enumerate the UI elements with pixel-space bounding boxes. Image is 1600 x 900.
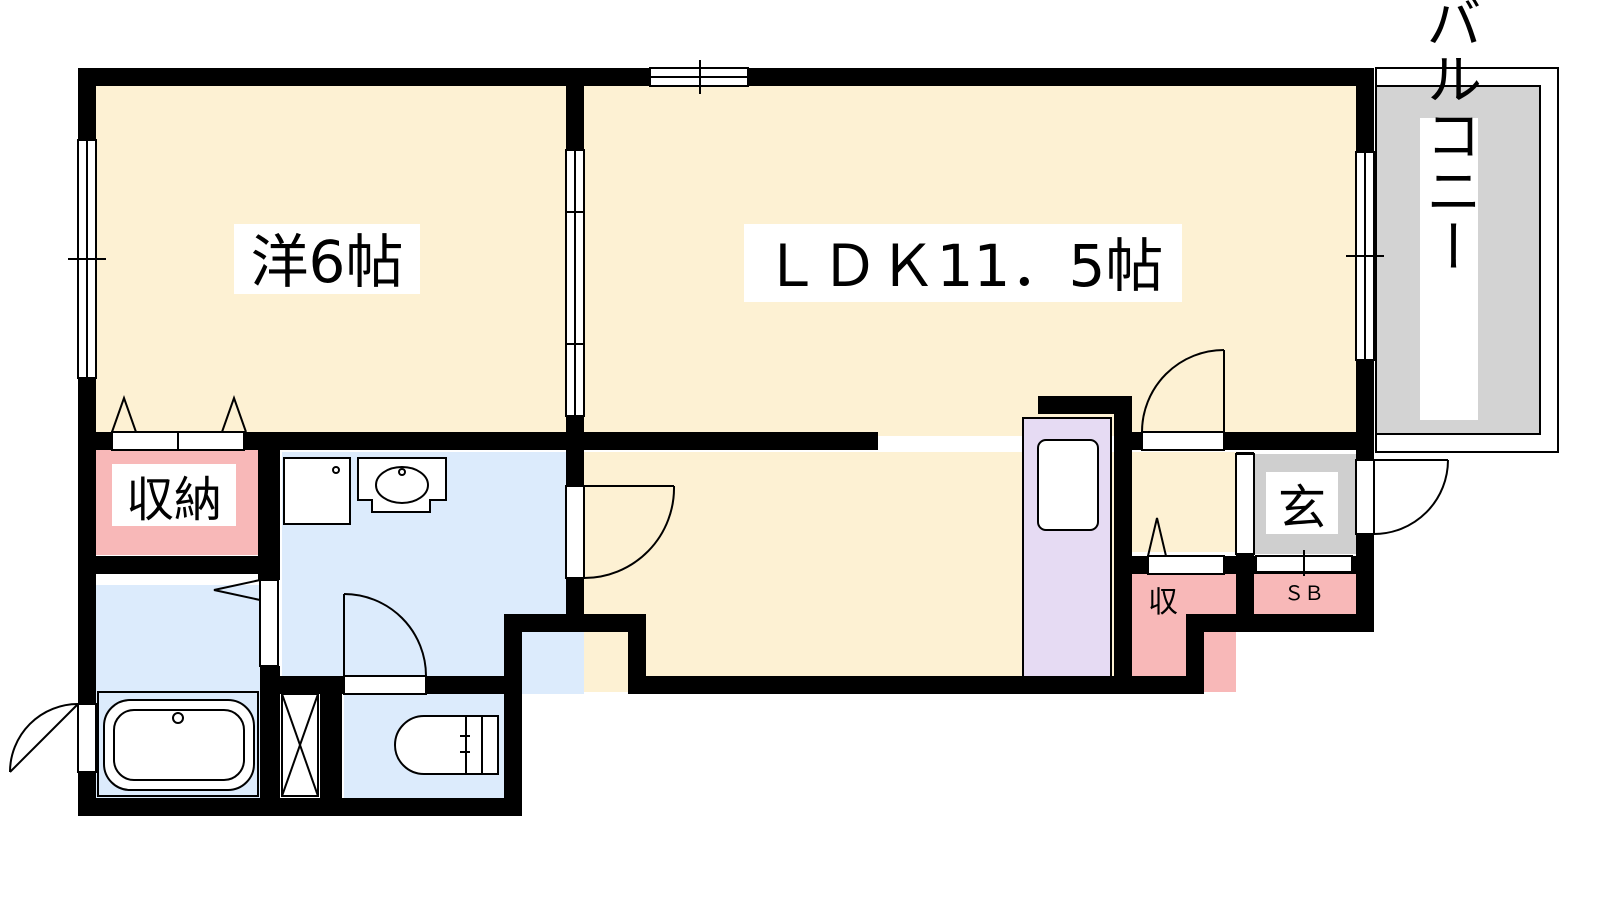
balcony-label: バルコニー (1417, 0, 1482, 274)
door-toilet[interactable] (343, 593, 427, 695)
closet-small-door[interactable] (1147, 517, 1225, 575)
hall-floor (1132, 452, 1236, 552)
shoebox-door (1235, 453, 1255, 555)
storage-small-label: 収 (1148, 585, 1178, 620)
western-room-label: 洋6帖 (251, 228, 404, 296)
door-front[interactable] (1355, 459, 1449, 535)
door-bathroom[interactable] (9, 703, 97, 773)
storage-main-label: 収納 (126, 472, 222, 528)
door-bathroom-fold[interactable] (213, 579, 279, 667)
washing-machine-icon (283, 457, 351, 525)
doors (9, 349, 1449, 773)
door-ldk-entry[interactable] (1141, 349, 1225, 451)
windows (68, 60, 1384, 576)
washbasin-icon (357, 457, 447, 513)
balcony (1375, 67, 1559, 453)
closet-doors[interactable] (111, 394, 247, 451)
bathtub-icon (97, 691, 259, 797)
shoe-box-floor (1254, 572, 1356, 614)
fixtures (97, 439, 1099, 797)
door-washroom[interactable] (565, 485, 676, 579)
toilet-icon (394, 715, 499, 775)
ldk-label: ＬＤＫ11．5帖 (763, 232, 1164, 300)
entrance-label: 玄 (1278, 480, 1326, 536)
labels: 洋6帖 ＬＤＫ11．5帖 収納 玄 収 ＳＢ バルコニー (112, 0, 1482, 620)
divider-cross (281, 693, 319, 797)
kitchen-counter-icon (1037, 439, 1099, 531)
storage-small-floor (1132, 574, 1236, 692)
shoe-box-label: ＳＢ (1284, 581, 1324, 605)
